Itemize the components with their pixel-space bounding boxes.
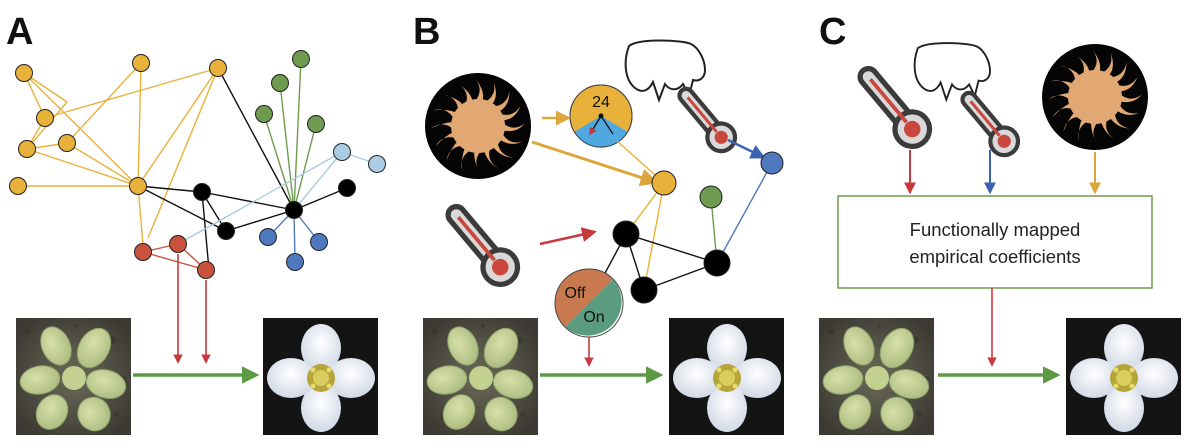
- on-off-switch-icon: Off On: [554, 268, 624, 338]
- node-green: [292, 50, 310, 68]
- thermometer-icon: [438, 197, 525, 291]
- node-yellow: [651, 170, 677, 196]
- panel-c: C Functionally mapped empirical coeffici…: [818, 11, 1181, 437]
- panel-b: B 24: [413, 11, 784, 437]
- node-green: [699, 185, 723, 209]
- node-yellow: [36, 109, 54, 127]
- flower-photo-b: [669, 318, 784, 435]
- clock-label: 24: [592, 94, 610, 111]
- node-blue: [310, 233, 328, 251]
- frost-cloud-icon: [913, 42, 991, 101]
- node-green: [307, 115, 325, 133]
- node-green: [255, 105, 273, 123]
- node-light-blue: [333, 143, 351, 161]
- input-arrows-c: [904, 150, 1101, 195]
- node-black: [612, 220, 640, 248]
- network-nodes: [9, 50, 386, 279]
- node-black: [193, 183, 211, 201]
- box-line-2: empirical coefficients: [909, 246, 1080, 267]
- node-yellow: [58, 134, 76, 152]
- node-blue: [760, 151, 784, 175]
- network-edges: [18, 58, 378, 271]
- rosette-photo-a: [15, 317, 132, 437]
- empirical-coefficients-box: Functionally mapped empirical coefficien…: [837, 195, 1153, 289]
- switch-off-label: Off: [564, 285, 586, 302]
- node-black: [630, 276, 658, 304]
- flower-photo-c: [1066, 318, 1181, 435]
- sun-icon: [1042, 44, 1148, 150]
- clock-icon: 24: [569, 84, 633, 148]
- node-blue: [286, 253, 304, 271]
- node-yellow: [9, 177, 27, 195]
- thermometer-icon-frost: [671, 82, 740, 157]
- node-blue: [259, 228, 277, 246]
- node-yellow: [209, 59, 227, 77]
- rosette-photo-c: [818, 317, 935, 437]
- thermometer-icon-frost: [954, 86, 1023, 161]
- node-black: [703, 249, 731, 277]
- node-black-hub: [285, 201, 303, 219]
- node-black: [338, 179, 356, 197]
- panel-c-letter: C: [819, 11, 846, 53]
- network-b-nodes: [612, 151, 784, 304]
- network-b-edges: [531, 110, 773, 304]
- panel-b-letter: B: [413, 11, 440, 53]
- node-red: [197, 261, 215, 279]
- node-black: [217, 222, 235, 240]
- sun-icon: [425, 73, 531, 179]
- node-red: [134, 243, 152, 261]
- switch-on-label: On: [583, 309, 604, 326]
- node-light-blue: [368, 155, 386, 173]
- node-yellow: [18, 140, 36, 158]
- node-yellow-hub: [129, 177, 147, 195]
- node-yellow: [132, 54, 150, 72]
- flower-photo-a: [263, 318, 378, 435]
- rosette-photo-b: [422, 317, 539, 437]
- panel-a-letter: A: [6, 11, 33, 53]
- panel-a: A: [6, 11, 386, 437]
- red-arrows-a: [173, 254, 211, 364]
- node-red: [169, 235, 187, 253]
- node-green: [271, 74, 289, 92]
- node-yellow: [15, 64, 33, 82]
- box-line-1: Functionally mapped: [910, 219, 1081, 240]
